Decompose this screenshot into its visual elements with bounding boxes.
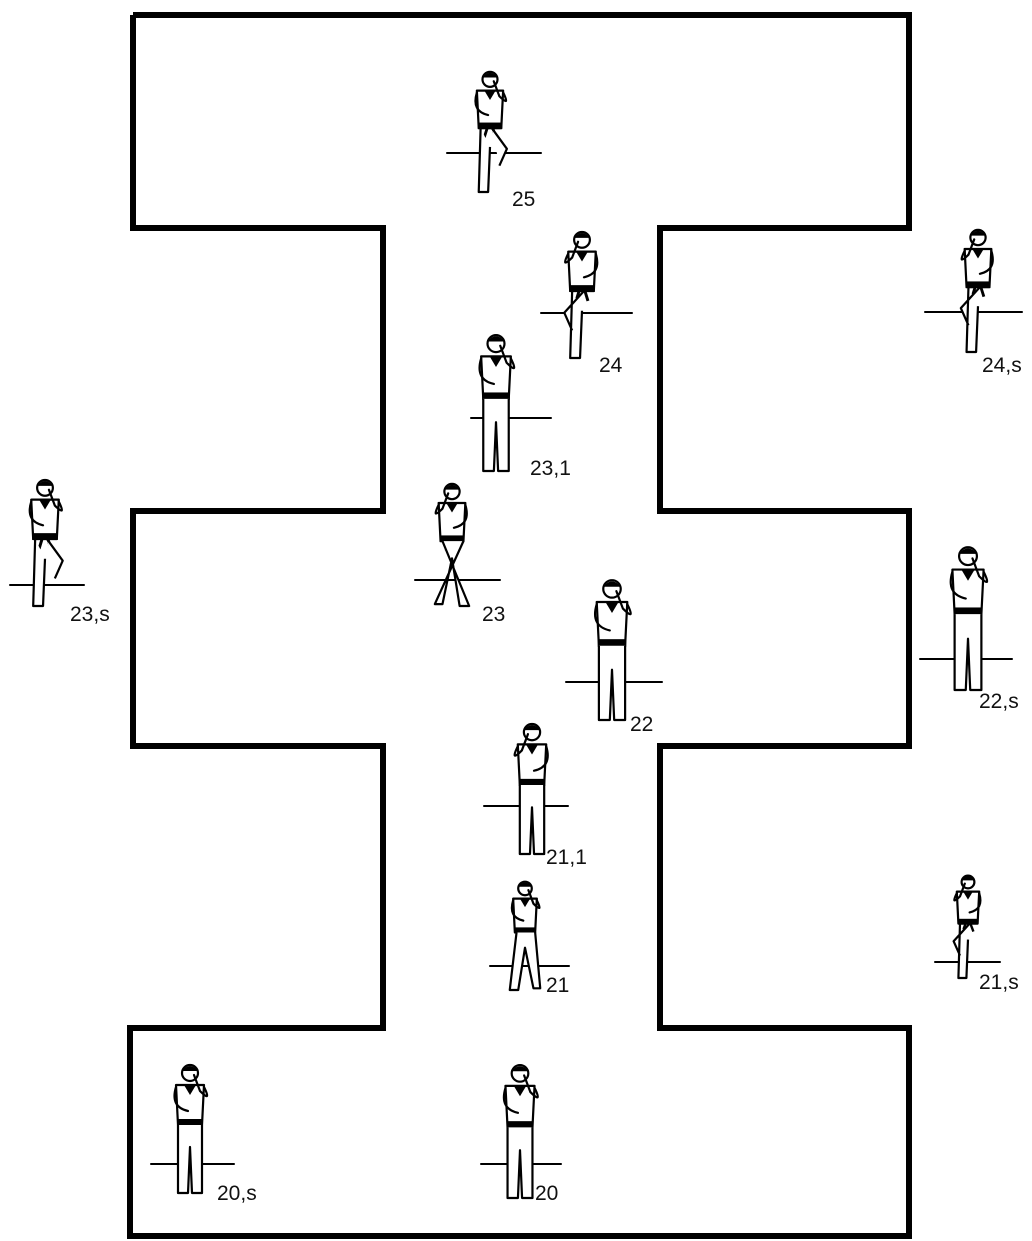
figure-belt [569,285,595,292]
figure-belt [507,1121,534,1128]
step-label-23s: 23,s [70,603,110,626]
figure-legs [520,785,544,854]
step-label-22: 22 [630,713,653,736]
step-label-21: 21 [546,974,569,997]
figure-legs [479,128,507,192]
figure-step-22s [920,547,1012,690]
step-label-23-1: 23,1 [530,457,571,480]
step-label-21-1: 21,1 [546,846,587,869]
step-label-24s: 24,s [982,354,1022,377]
figure-belt [966,281,991,288]
step-label-20: 20 [535,1182,558,1205]
figure-step-24s [925,230,1022,352]
figure-legs [435,541,469,606]
step-label-22s: 22,s [979,690,1019,713]
step-label-21s: 21,s [979,971,1019,994]
figure-belt [482,392,510,399]
figure-belt [958,919,979,925]
figure-step-21-1 [484,724,568,854]
figure-legs [961,287,980,352]
figure-legs [483,399,508,471]
figure-step-20 [481,1065,561,1198]
figure-step-20s [151,1065,234,1193]
figure-legs [178,1125,202,1193]
step-label-20s: 20,s [217,1182,257,1205]
figure-step-24 [541,232,632,358]
figure-legs [33,539,63,606]
step-label-23: 23 [482,603,505,626]
figure-belt [32,533,58,540]
figure-belt [598,639,626,647]
figure-belt [519,779,545,786]
figure-legs [599,646,625,720]
figure-step-23 [415,484,500,606]
figure-step-23-1 [471,335,551,471]
figure-legs [508,1127,533,1198]
figure-belt [478,123,502,130]
figure-legs [564,291,584,358]
figure-belt [954,607,983,615]
figure-step-25 [447,72,541,192]
figure-step-23s [10,480,84,606]
figure-legs [510,932,540,990]
figure-belt [177,1119,203,1126]
figure-legs [954,924,970,978]
figure-belt [514,927,536,933]
figure-step-22 [566,580,662,720]
figure-legs [955,614,982,690]
figure-step-21s [935,876,1000,978]
step-label-24: 24 [599,354,623,377]
step-label-25: 25 [512,188,535,211]
